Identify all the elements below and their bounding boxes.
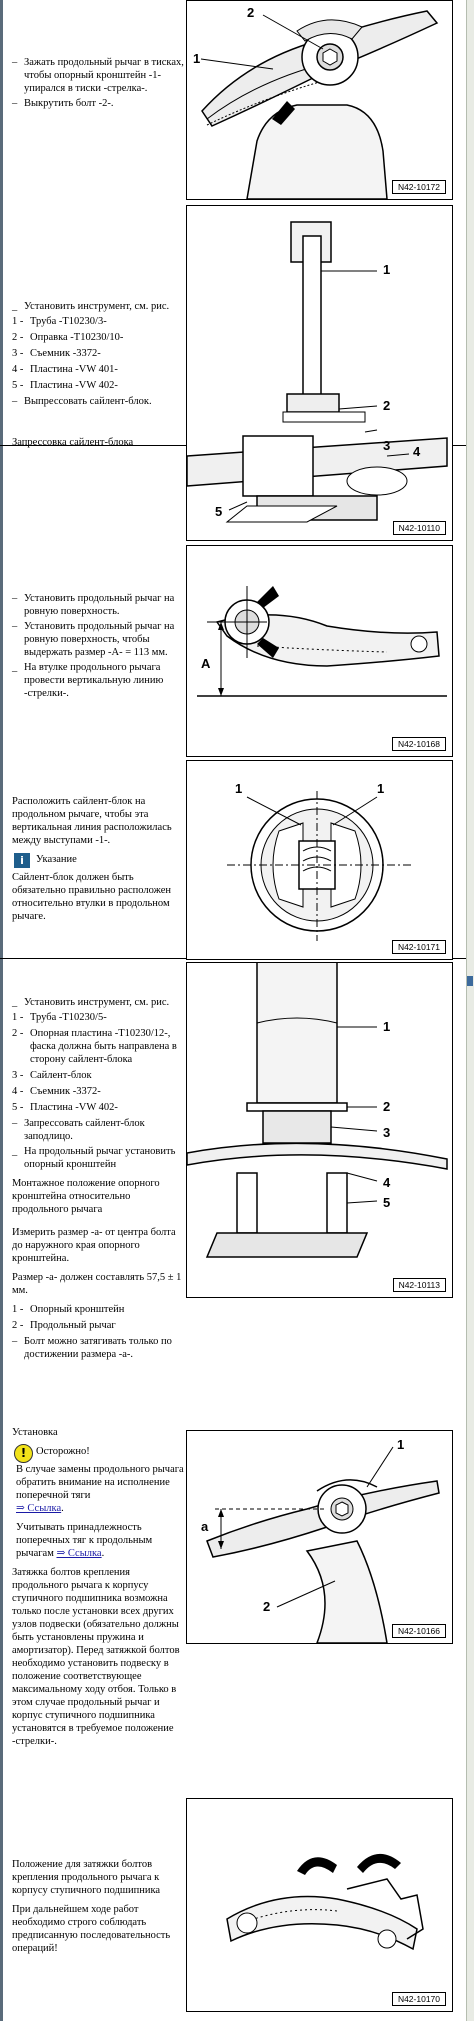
callout-label: A — [201, 656, 211, 671]
section-press-out: Установить инструмент, см. рис. 1 -Труба… — [12, 300, 184, 410]
paragraph: При дальнейшем ходе работ необходимо стр… — [12, 1904, 171, 1954]
section-press-in: Установить инструмент, см. рис. 1 -Труба… — [12, 996, 184, 1363]
vertical-scrollbar[interactable] — [466, 0, 474, 2021]
figure-press-tool — [187, 221, 448, 523]
figure-N42-10172: 1 2 N42-10172 — [186, 0, 453, 200]
list-item: 2 -Опорная пластина -T10230/12-, фаска д… — [12, 1028, 177, 1065]
section-installation: Установка ! Осторожно! В случае замены п… — [12, 1426, 184, 1754]
paragraph: Расположить сайлент-блок на продольном р… — [12, 796, 172, 846]
callout-label: 2 — [383, 398, 391, 413]
figure-N42-10113: 1 2 3 4 5 N42-10113 — [186, 962, 453, 1298]
callout-label: 2 — [383, 1099, 391, 1114]
callout-label: 1 — [377, 781, 385, 796]
paragraph: Учитывать принадлежность поперечных тяг … — [16, 1522, 153, 1559]
note: i Указание — [12, 853, 184, 869]
figure-id: N42-10172 — [391, 180, 446, 194]
figure-arm-dimension — [197, 586, 447, 697]
paragraph: Затяжка болтов крепления продольного рыч… — [12, 1567, 180, 1747]
figure-tightening-arrows — [226, 1853, 424, 1951]
callout-label: 3 — [383, 1125, 391, 1140]
note-title: Указание — [36, 854, 77, 865]
section-clamp-arm: Зажать продольный рычаг в тисках, чтобы … — [12, 56, 184, 112]
reference-link[interactable]: ⇒ Ссылка — [56, 1548, 102, 1559]
callout-label: 5 — [215, 504, 223, 519]
list-item: 1 -Труба -T10230/3- — [12, 316, 107, 327]
figure-bushing-top-view — [227, 791, 412, 941]
figure-bracket-dimension — [206, 1446, 440, 1643]
callout-label: 3 — [383, 438, 391, 453]
warning-icon: ! — [14, 1444, 33, 1463]
callout-label: 1 — [235, 781, 243, 796]
callout-label: 1 — [397, 1437, 405, 1452]
list-item: 1 -Труба -T10230/5- — [12, 1012, 107, 1023]
figure-N42-10110: 1 2 3 4 5 N42-10110 — [186, 205, 453, 541]
step: Зажать продольный рычаг в тисках, чтобы … — [12, 56, 184, 95]
figure-press-in-tool — [187, 963, 448, 1258]
warning: ! Осторожно! — [12, 1444, 184, 1463]
list-item: 4 -Съемник -3372- — [12, 1086, 101, 1097]
heading-installation: Установка — [12, 1427, 58, 1438]
warning-title: Осторожно! — [36, 1446, 90, 1457]
section-position-bushing: Расположить сайлент-блок на продольном р… — [12, 795, 184, 929]
section-mark-bushing: Установить продольный рычаг на ровную по… — [12, 592, 184, 702]
step: Установить продольный рычаг на ровную по… — [12, 592, 184, 618]
figure-id: N42-10113 — [392, 1278, 446, 1292]
list-item: 5 -Пластина -VW 402- — [12, 1102, 118, 1113]
callout-label: 4 — [413, 444, 421, 459]
list-item: 3 -Сайлент-блок — [12, 1070, 92, 1081]
info-icon: i — [14, 853, 30, 868]
step: На втулке продольного рычага провести ве… — [12, 661, 184, 700]
list-item: 2 -Оправка -T10230/10- — [12, 332, 124, 343]
figure-id: N42-10170 — [391, 1992, 446, 2006]
list-item: 1 -Опорный кронштейн — [12, 1304, 125, 1315]
step: Установить продольный рычаг на ровную по… — [12, 620, 184, 659]
heading-press-in: Запрессовка сайлент-блока — [12, 437, 134, 448]
list-item: 5 -Пластина -VW 402- — [12, 380, 118, 391]
callout-label: 2 — [247, 5, 255, 20]
list-item: 4 -Пластина -VW 401- — [12, 364, 118, 375]
callout-label: 1 — [193, 51, 201, 66]
figure-id: N42-10166 — [391, 1624, 446, 1638]
scrollbar-thumb[interactable] — [467, 976, 473, 986]
step: Выпрессовать сайлент-блок. — [12, 395, 184, 408]
figure-N42-10166: 1 2 a N42-10166 — [186, 1430, 453, 1644]
figure-id: N42-10110 — [392, 521, 446, 535]
callout-label: 5 — [383, 1195, 391, 1210]
callout-label: 2 — [263, 1599, 271, 1614]
step: Установить инструмент, см. рис. — [12, 996, 184, 1009]
step: На продольный рычаг установить опорный к… — [12, 1145, 184, 1171]
step: Установить инструмент, см. рис. — [12, 300, 184, 313]
callout-label: a — [201, 1519, 209, 1534]
step: Выкрутить болт -2-. — [12, 97, 184, 110]
paragraph: Монтажное положение опорного кронштейна … — [12, 1178, 160, 1215]
figure-id: N42-10168 — [391, 737, 446, 751]
callout-label: 1 — [383, 1019, 391, 1034]
figure-N42-10168: A N42-10168 — [186, 545, 453, 757]
figure-N42-10170: N42-10170 — [186, 1798, 453, 2012]
paragraph: Положение для затяжки болтов крепления п… — [12, 1859, 161, 1896]
figure-arm-in-vise — [200, 10, 439, 199]
paragraph: Измерить размер -a- от центра болта до н… — [12, 1227, 176, 1264]
reference-link[interactable]: ⇒ Ссылка — [16, 1503, 62, 1514]
figure-id: N42-10171 — [391, 940, 446, 954]
paragraph: Размер -a- должен составлять 57,5 ± 1 мм… — [12, 1272, 182, 1296]
left-frame-bar — [0, 0, 3, 2021]
callout-label: 4 — [383, 1175, 391, 1190]
note-text: Сайлент-блок должен быть обязательно пра… — [12, 872, 172, 922]
list-item: 2 -Продольный рычаг — [12, 1320, 116, 1331]
section-tightening-position: Положение для затяжки болтов крепления п… — [12, 1858, 184, 1961]
step: Запрессовать сайлент-блок заподлицо. — [12, 1117, 184, 1143]
step: Болт можно затягивать только по достижен… — [12, 1335, 184, 1361]
list-item: 3 -Съемник -3372- — [12, 348, 101, 359]
figure-N42-10171: 1 1 N42-10171 — [186, 760, 453, 960]
callout-label: 1 — [383, 262, 391, 277]
warning-text: В случае замены продольного рычага обрат… — [16, 1464, 184, 1514]
